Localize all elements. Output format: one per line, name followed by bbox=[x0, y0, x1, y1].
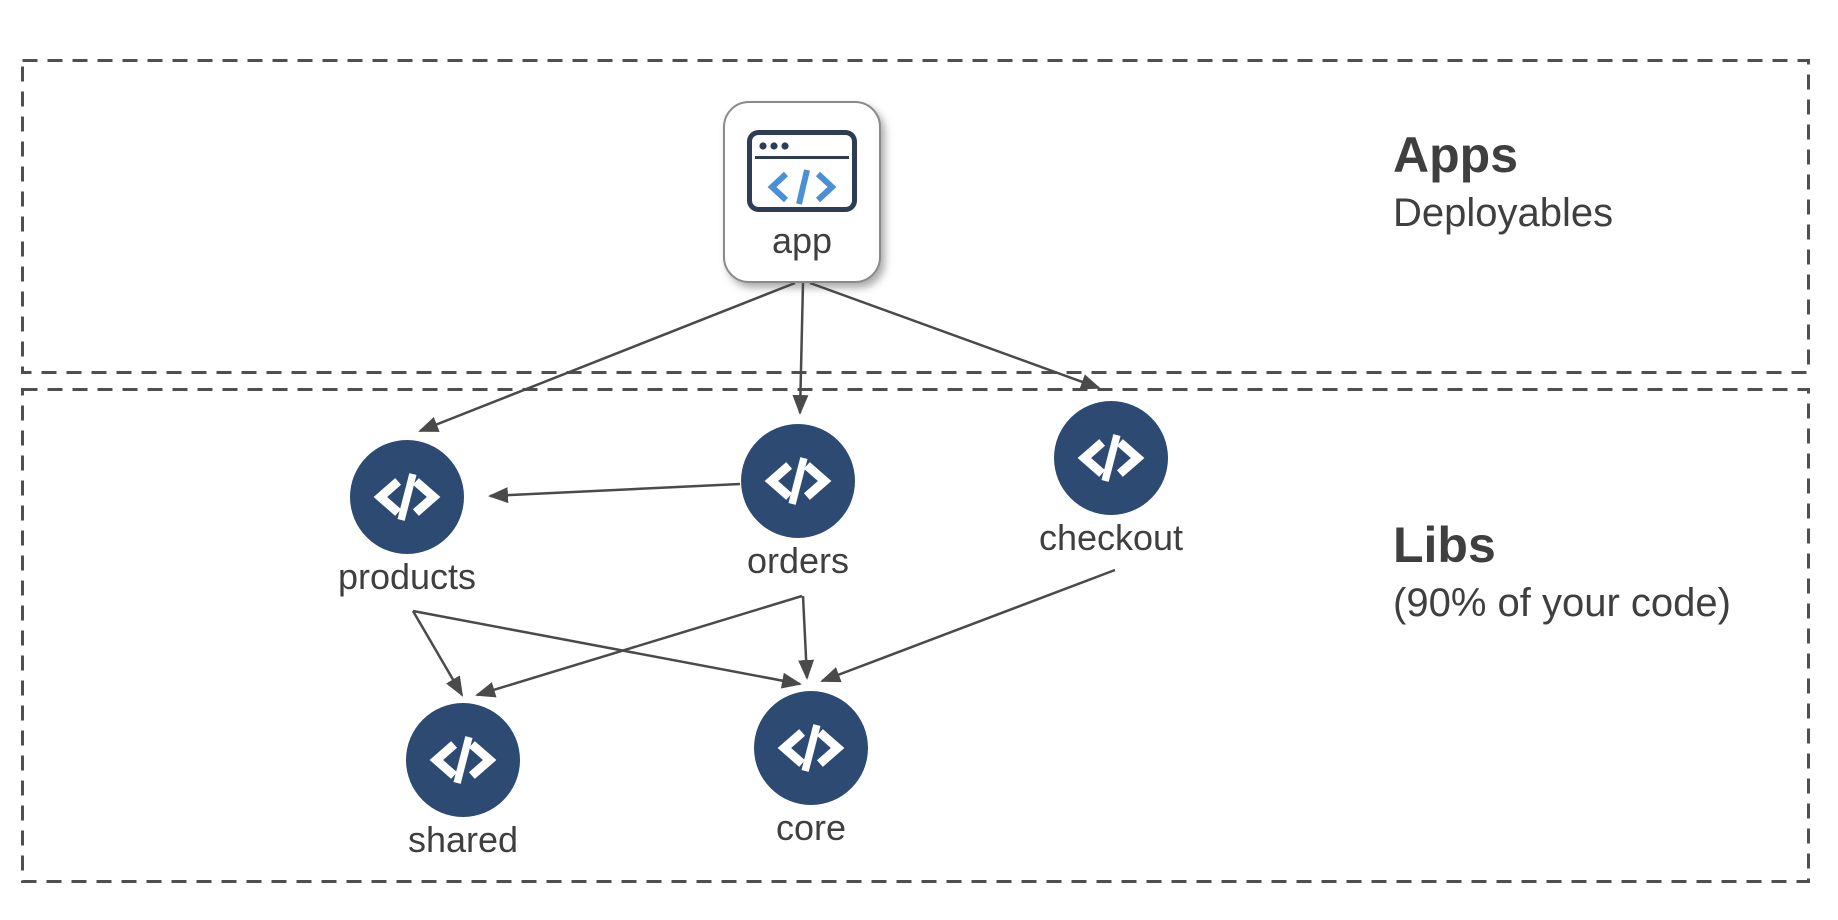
node-label-app: app bbox=[771, 220, 833, 261]
edge-orders-core bbox=[798, 595, 815, 680]
apps-section-label: Apps Deployables bbox=[1393, 128, 1613, 237]
node-label-core: core bbox=[775, 807, 847, 848]
apps-section-subtitle: Deployables bbox=[1393, 191, 1614, 235]
code-icon bbox=[429, 736, 497, 784]
node-checkout bbox=[1054, 401, 1168, 515]
apps-section-title: Apps bbox=[1393, 127, 1518, 183]
libs-section-title: Libs bbox=[1393, 517, 1496, 573]
code-icon bbox=[1077, 434, 1145, 482]
node-label-products: products bbox=[337, 556, 477, 597]
code-icon bbox=[777, 724, 845, 772]
edge-app-orders bbox=[792, 282, 809, 415]
node-label-orders: orders bbox=[746, 540, 850, 581]
libs-section-label: Libs (90% of your code) bbox=[1393, 518, 1731, 627]
edge-products-shared bbox=[411, 610, 464, 697]
edge-app-products bbox=[418, 281, 796, 433]
node-shared bbox=[406, 703, 520, 817]
edge-checkout-core bbox=[820, 568, 1116, 683]
node-label-shared: shared bbox=[407, 819, 519, 860]
edge-orders-products bbox=[488, 482, 741, 504]
node-label-checkout: checkout bbox=[1038, 517, 1184, 558]
node-app: app bbox=[723, 101, 881, 283]
code-icon bbox=[764, 457, 832, 505]
node-products bbox=[350, 440, 464, 554]
edge-orders-shared bbox=[475, 594, 803, 698]
node-orders bbox=[741, 424, 855, 538]
edge-products-core bbox=[412, 609, 802, 689]
edge-app-checkout bbox=[809, 281, 1101, 390]
code-icon bbox=[373, 473, 441, 521]
libs-section-box bbox=[21, 388, 1810, 883]
browser-window-icon bbox=[747, 130, 857, 212]
apps-section-box bbox=[21, 59, 1810, 374]
libs-section-subtitle: (90% of your code) bbox=[1393, 581, 1731, 625]
node-core bbox=[754, 691, 868, 805]
